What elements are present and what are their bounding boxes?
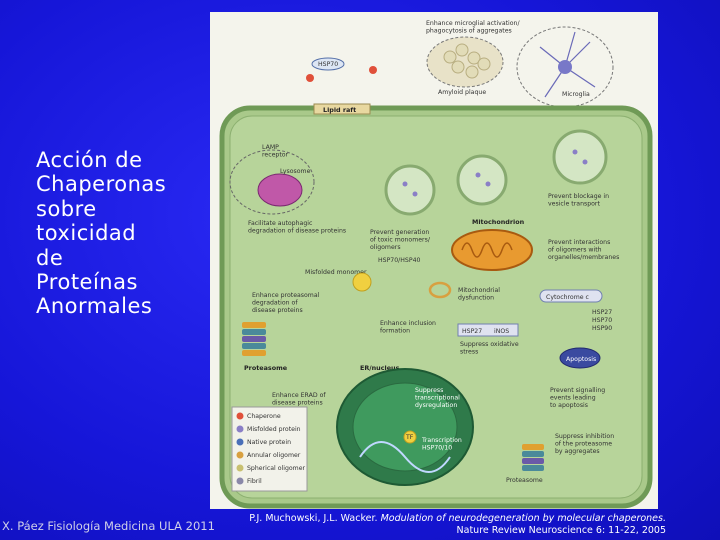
- diagram-svg: Enhance microglial activation/phagocytos…: [219, 20, 653, 509]
- legend-label: Misfolded protein: [247, 426, 301, 433]
- amyloid-plaque-outline: [426, 36, 504, 88]
- label-er-nucleus: ER/nucleus: [360, 364, 400, 372]
- footer-author: X. Páez Fisiología Medicina ULA 2011: [2, 519, 215, 533]
- legend-label: Annular oligomer: [247, 452, 301, 459]
- legend-swatch: [236, 425, 244, 433]
- legend-label: Fibril: [247, 478, 262, 485]
- label-lipid-raft: Lipid raft: [323, 106, 356, 114]
- legend-label: Spherical oligomer: [247, 465, 305, 472]
- lysosome: [257, 173, 303, 207]
- legend-swatch: [236, 477, 244, 485]
- legend-swatch: [236, 438, 244, 446]
- legend-swatch: [236, 464, 244, 472]
- label-cytochrome: Cytochrome c: [546, 294, 590, 301]
- legend-label: Native protein: [247, 439, 291, 446]
- vesicles: [384, 129, 608, 216]
- proteasome-left: [242, 322, 266, 356]
- microglia-outline: [516, 26, 614, 108]
- label-hsp70: HSP70: [592, 317, 612, 324]
- label-hsp27-left: HSP27: [462, 328, 482, 335]
- label-hsp70-40: HSP70/HSP40: [378, 257, 421, 264]
- hsp27-inos-box: [457, 323, 519, 337]
- cytoplasm: [229, 115, 643, 499]
- legend-swatch: [236, 412, 244, 420]
- chaperone-diagram: Enhance microglial activation/phagocytos…: [210, 12, 658, 509]
- citation-title: Modulation of neurodegeneration by molec…: [377, 513, 666, 524]
- citation-line1: P.J. Muchowski, J.L. Wacker. Modulation …: [246, 513, 666, 525]
- label-amyloid: Amyloid plaque: [438, 89, 486, 96]
- label-misfolded-monomer: Misfolded monomer: [305, 269, 367, 276]
- label-microglia-action: Enhance microglial activation/phagocytos…: [426, 20, 520, 34]
- label-mitochondrion: Mitochondrion: [472, 218, 525, 226]
- label-hsp70-top: HSP70: [318, 61, 338, 68]
- slide-title: Acción de Chaperonas sobre toxicidad de …: [36, 148, 167, 319]
- label-hsp90: HSP90: [592, 325, 612, 332]
- label-microglia: Microglia: [562, 91, 590, 98]
- microglia-body: [558, 60, 572, 74]
- label-proteasome-bottom: Proteasome: [506, 477, 543, 484]
- label-tf: TF: [405, 434, 414, 441]
- citation: P.J. Muchowski, J.L. Wacker. Modulation …: [246, 513, 666, 537]
- citation-authors: P.J. Muchowski, J.L. Wacker.: [249, 513, 378, 524]
- label-hsp27: HSP27: [592, 309, 612, 316]
- citation-journal: Nature Review Neuroscience 6: 11-22, 200…: [456, 525, 666, 536]
- legend-swatch: [236, 451, 244, 459]
- label-proteasome: Proteasome: [244, 364, 288, 372]
- lysosome-outline: [229, 149, 315, 215]
- label-apoptosis: Apoptosis: [566, 356, 596, 363]
- legend-label: Chaperone: [247, 413, 281, 420]
- proteasome-bottom: [522, 444, 544, 471]
- cytochrome-badge: [539, 289, 603, 303]
- extracellular-region: [306, 26, 614, 108]
- apoptosis-symbol: [559, 347, 601, 369]
- lipid-raft: [313, 103, 371, 115]
- label-lysosome: Lysosome: [280, 168, 311, 175]
- label-inos: iNOS: [494, 328, 509, 335]
- legend-box: [231, 406, 308, 492]
- misfolded-monomer-symbol: [352, 272, 372, 292]
